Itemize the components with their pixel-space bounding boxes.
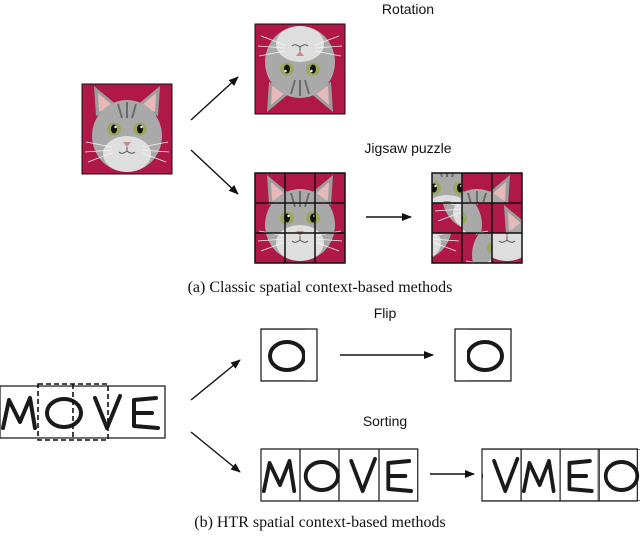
rotation-label: Rotation	[382, 1, 434, 17]
jigsaw-grid-image	[254, 172, 346, 264]
arrow-to-rotation	[190, 76, 239, 121]
panel-a: Rotation Jigsaw puzzle	[81, 1, 523, 296]
arrow-to-flip	[190, 359, 241, 401]
sorting-shuffled-word	[481, 448, 640, 502]
shuffled-jigsaw-image	[431, 172, 523, 264]
arrow-to-jigsaw	[190, 149, 239, 195]
original-word-image	[0, 383, 167, 441]
sorting-source-word	[259, 447, 420, 503]
caption-a: (a) Classic spatial context-based method…	[188, 279, 453, 296]
flip-source-crop	[260, 328, 318, 382]
sorting-label: Sorting	[363, 413, 407, 429]
caption-b: (b) HTR spatial context-based methods	[194, 514, 446, 531]
flip-result-crop	[454, 328, 512, 382]
rotated-cat-image	[254, 23, 346, 115]
original-cat-image	[81, 83, 173, 175]
jigsaw-label: Jigsaw puzzle	[364, 140, 451, 156]
arrow-to-sorting	[190, 431, 241, 473]
panel-b: Flip Sorting	[0, 305, 640, 531]
flip-label: Flip	[374, 305, 397, 321]
